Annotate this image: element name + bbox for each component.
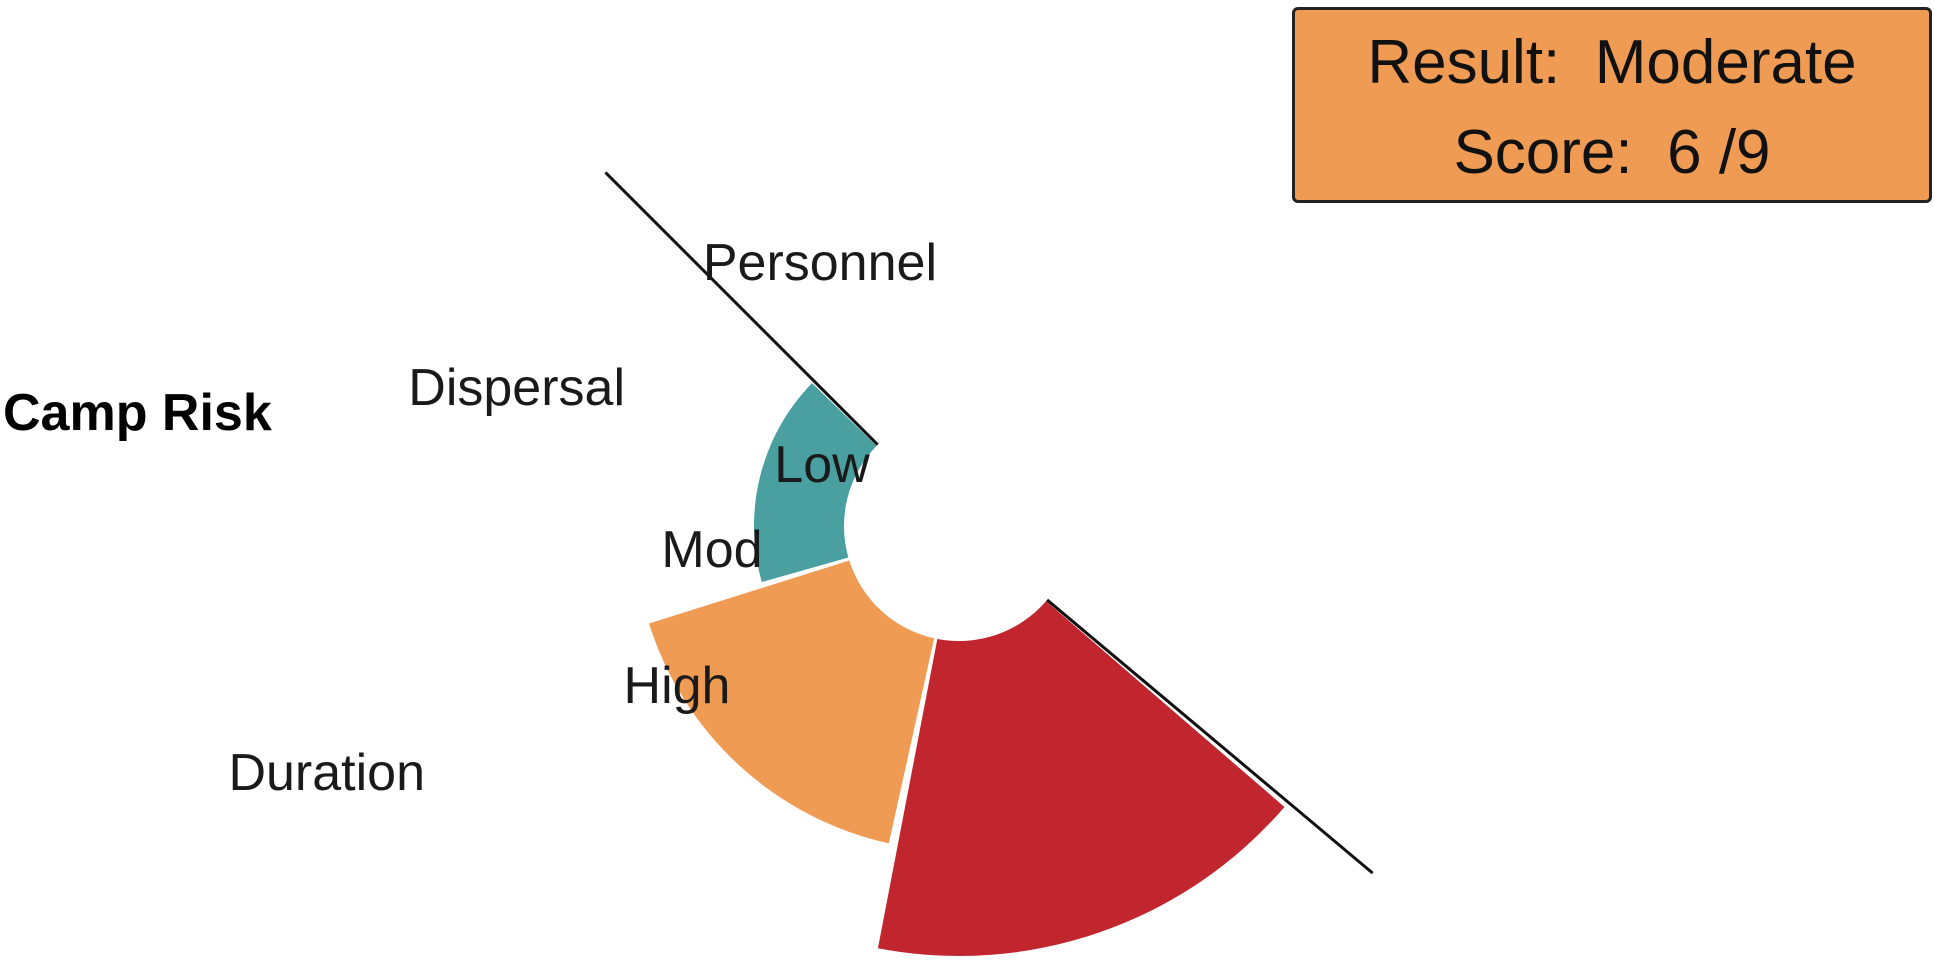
wedge-personnel — [754, 383, 877, 583]
score-label: Score: — [1453, 118, 1633, 187]
level-label-mod: Mod — [661, 521, 762, 579]
wedge-duration — [877, 601, 1285, 956]
level-label-low: Low — [774, 436, 870, 494]
category-label-personnel: Personnel — [703, 234, 937, 292]
result-label: Result: — [1367, 28, 1561, 97]
result-box: Result: Moderate Score: 6 /9 — [1292, 7, 1932, 203]
level-label-high: High — [624, 657, 731, 715]
category-label-duration: Duration — [228, 744, 425, 802]
chart-title: Camp Risk — [3, 384, 272, 442]
wedge-dispersal — [648, 560, 935, 844]
score-value: 6 /9 — [1667, 118, 1771, 187]
score-line: Score: 6 /9 — [1295, 122, 1929, 184]
axis-layer — [604, 171, 1374, 875]
result-value: Moderate — [1594, 28, 1857, 97]
category-label-dispersal: Dispersal — [408, 359, 625, 417]
result-line: Result: Moderate — [1295, 32, 1929, 94]
axis-line-end — [1046, 598, 1374, 875]
axis-line-start — [604, 171, 879, 446]
wedge-layer — [648, 383, 1285, 956]
